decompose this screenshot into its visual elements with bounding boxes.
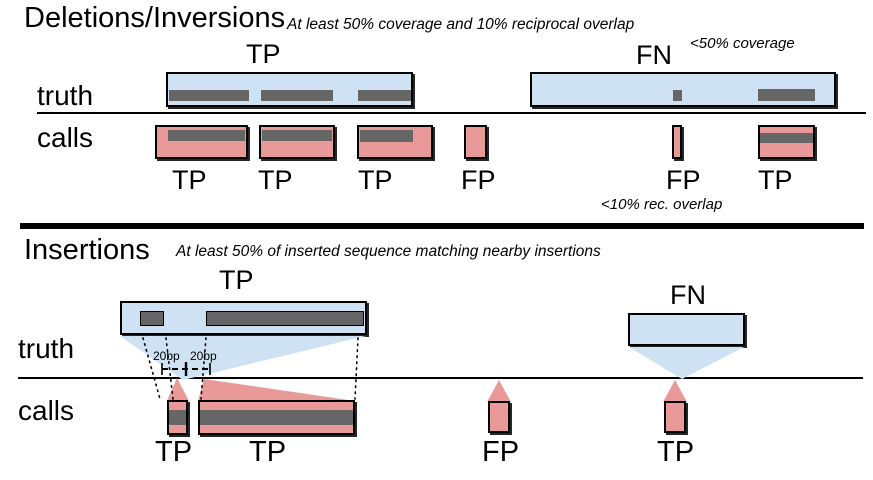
insertions-rule-subtitle: At least 50% of inserted sequence matchi… xyxy=(176,243,601,260)
insertion-sequence-box-small xyxy=(140,311,164,326)
insertion-sequence-box-large xyxy=(206,311,364,326)
bp-distance-label: 20bp xyxy=(153,349,180,363)
deletions-truth-calls-divider xyxy=(37,112,866,114)
deletion-variant-bar xyxy=(169,90,249,101)
deletions-call-box-fp2 xyxy=(672,125,682,159)
deletions-calls-row-label: calls xyxy=(37,122,94,153)
deletion-variant-bar-small xyxy=(673,90,682,101)
deletions-truth-box-fn xyxy=(530,72,836,107)
call-result-label: TP xyxy=(155,436,193,468)
bp-distance-label: 20bp xyxy=(190,349,217,363)
truth-funnel-triangle-fn xyxy=(629,347,744,379)
deletions-section-title: Deletions/Inversions xyxy=(24,2,286,34)
insertions-tp-group-label: TP xyxy=(219,265,254,295)
insertions-truth-row-label: truth xyxy=(18,333,75,364)
inserted-sequence-band xyxy=(169,410,186,425)
call-result-label: TP xyxy=(657,436,695,468)
call-result-label: TP xyxy=(258,165,293,195)
call-result-label: FP xyxy=(666,165,701,195)
dotted-line xyxy=(354,337,359,400)
insertions-truth-calls-divider xyxy=(18,377,863,379)
call-variant-bar xyxy=(168,130,245,141)
deletions-truth-row-label: truth xyxy=(37,80,94,111)
deletions-fn-group-label: FN xyxy=(636,40,672,70)
bp-distance-ruler xyxy=(161,362,211,376)
call-variant-bar xyxy=(360,130,413,142)
deletions-tp-group-label: TP xyxy=(246,39,281,69)
deletions-truth-box-tp xyxy=(166,72,413,107)
call-variant-bar xyxy=(262,130,332,141)
insertion-arrow-fp xyxy=(487,380,511,402)
call-result-label: TP xyxy=(172,165,207,195)
deletions-call-box-fp1 xyxy=(464,125,487,159)
deletions-call-box-tp4 xyxy=(758,125,815,159)
deletions-call-box-tp2 xyxy=(259,125,335,159)
insertions-call-box-tp1 xyxy=(167,400,188,435)
insertions-truth-box-fn xyxy=(628,313,745,346)
call-result-label: TP xyxy=(358,165,393,195)
inserted-sequence-band xyxy=(200,410,353,425)
deletion-variant-bar xyxy=(758,89,815,101)
insertions-call-box-fp xyxy=(488,401,510,433)
call-result-label: TP xyxy=(249,436,287,468)
insertion-arrow-tp xyxy=(663,380,687,402)
call-result-label: FP xyxy=(482,436,520,468)
insertions-fn-group-label: FN xyxy=(670,280,706,310)
insertions-section-title: Insertions xyxy=(24,234,150,266)
deletions-call-box-tp3 xyxy=(357,125,433,159)
deletions-call-box-tp1 xyxy=(155,125,248,159)
coverage-note: <50% coverage xyxy=(690,35,795,52)
truth-funnel-triangle-tp xyxy=(120,336,366,380)
call-funnel-triangle-small xyxy=(167,378,189,401)
deletion-variant-bar xyxy=(261,90,333,101)
insertions-call-box-tp2 xyxy=(198,400,355,435)
dotted-line xyxy=(165,337,174,400)
call-result-label: TP xyxy=(758,165,793,195)
call-result-label: FP xyxy=(461,165,496,195)
call-funnel-triangle-large xyxy=(198,379,355,401)
call-variant-bar xyxy=(760,133,813,143)
insertions-truth-box-tp xyxy=(120,301,367,335)
insertions-call-box-tp3 xyxy=(664,401,686,433)
deletions-rule-subtitle: At least 50% coverage and 10% reciprocal… xyxy=(287,16,635,33)
dotted-line xyxy=(142,337,161,400)
insertions-calls-row-label: calls xyxy=(18,395,75,426)
deletion-variant-bar xyxy=(358,90,411,101)
overlap-note: <10% rec. overlap xyxy=(601,196,723,213)
section-divider xyxy=(20,223,864,229)
